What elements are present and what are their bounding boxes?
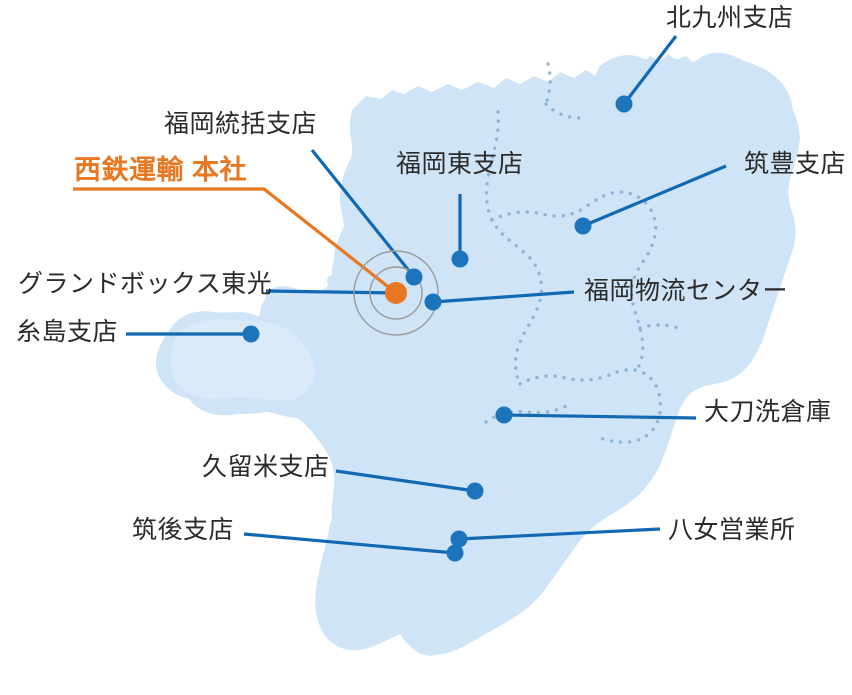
border-line-2 xyxy=(490,190,658,370)
land-islet-2 xyxy=(291,293,320,314)
dot-fukuoka-higashi[interactable] xyxy=(451,250,469,268)
label-fukuoka-tokatsu[interactable]: 福岡統括支店 xyxy=(164,110,318,138)
dot-fukuoka-butsuryu[interactable] xyxy=(424,293,442,311)
hq-rings-group xyxy=(353,250,439,336)
leader-chikuho xyxy=(582,164,727,228)
label-yame[interactable]: 八女営業所 xyxy=(668,516,796,544)
leader-chikugo xyxy=(243,532,456,555)
leader-fukuoka-tokatsu xyxy=(310,148,416,279)
land-shade-west xyxy=(170,319,315,401)
label-itoshima[interactable]: 糸島支店 xyxy=(16,318,119,346)
label-tachiarai[interactable]: 大刀洗倉庫 xyxy=(704,398,832,426)
border-line-1 xyxy=(484,110,544,386)
leader-grand-box-toko xyxy=(265,289,397,295)
label-fukuoka-higashi[interactable]: 福岡東支店 xyxy=(396,150,524,178)
hq-ring-outer xyxy=(353,250,439,336)
dot-chikugo[interactable] xyxy=(446,544,464,562)
dot-chikuho[interactable] xyxy=(574,217,592,235)
leader-lines-group xyxy=(73,35,727,555)
dot-honsha-hq[interactable] xyxy=(385,282,407,304)
land-shading-group xyxy=(170,319,315,401)
label-chikugo[interactable]: 筑後支店 xyxy=(132,516,235,544)
border-line-5 xyxy=(638,323,680,330)
leader-fukuoka-butsuryu xyxy=(432,290,575,304)
leader-kitakyushu xyxy=(622,35,678,105)
label-kitakyushu[interactable]: 北九州支店 xyxy=(666,4,794,32)
label-chikuho[interactable]: 筑豊支店 xyxy=(744,150,847,178)
border-line-6 xyxy=(544,62,552,106)
municipal-borders-group xyxy=(484,62,680,444)
label-honsha-hq[interactable]: 西鉄運輸 本社 xyxy=(74,155,248,185)
land-northeast-tip xyxy=(693,52,793,132)
leader-tachiarai xyxy=(503,413,697,420)
land-islet-1 xyxy=(326,273,351,292)
land-island-shikanoshima xyxy=(377,153,416,185)
location-dots-group xyxy=(242,95,633,562)
label-kurume[interactable]: 久留米支店 xyxy=(202,453,330,481)
dot-kitakyushu[interactable] xyxy=(615,95,633,113)
label-grand-box-toko[interactable]: グランドボックス東光 xyxy=(18,270,273,298)
dot-yame[interactable] xyxy=(450,530,468,548)
leader-honsha-hq xyxy=(73,187,397,295)
border-line-3 xyxy=(518,368,663,444)
land-coast-refine xyxy=(176,63,798,655)
leader-yame xyxy=(458,527,661,541)
hq-ring-inner xyxy=(369,266,423,320)
dot-itoshima[interactable] xyxy=(242,325,260,343)
label-fukuoka-butsuryu[interactable]: 福岡物流センター xyxy=(584,277,789,305)
dot-fukuoka-tokatsu[interactable] xyxy=(405,268,423,286)
border-line-4 xyxy=(484,404,568,424)
leader-kurume xyxy=(335,469,476,493)
border-line-7 xyxy=(544,102,582,120)
dot-tachiarai[interactable] xyxy=(495,406,513,424)
dot-kurume[interactable] xyxy=(466,482,484,500)
